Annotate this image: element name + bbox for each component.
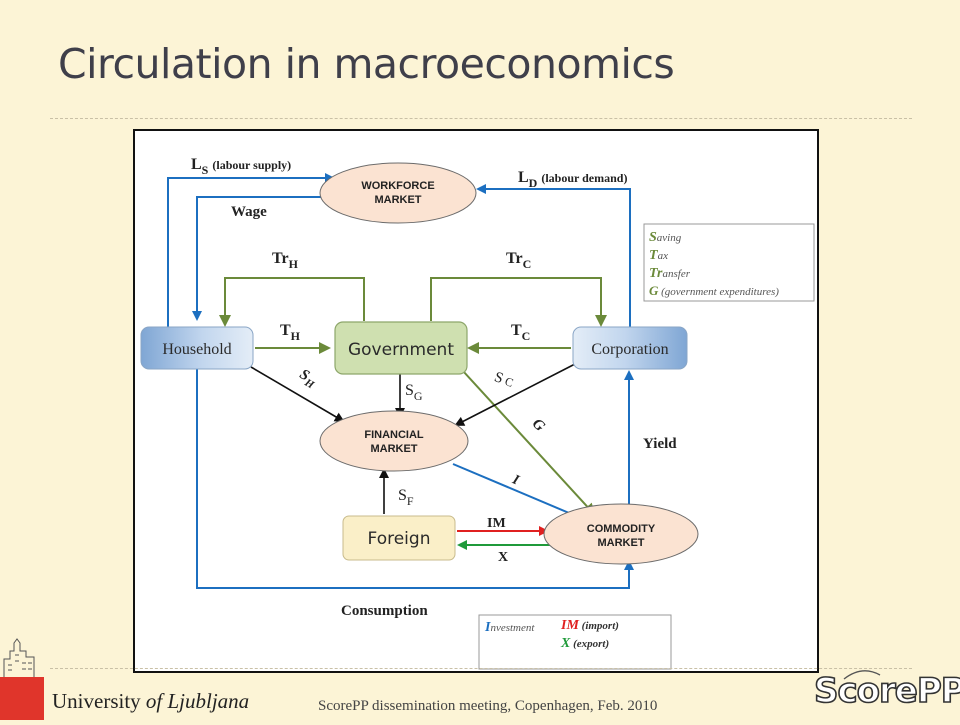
sh-label: SH (295, 366, 320, 391)
tc-label: TC (511, 322, 530, 343)
ld-label: LD(labour demand) (518, 169, 627, 190)
flow-labour-demand (476, 184, 631, 328)
commodity-market-node: COMMODITY MARKET (543, 503, 699, 565)
trh-label: TrH (272, 250, 299, 271)
consumption-label: Consumption (341, 603, 428, 619)
footer-text: ScorePP dissemination meeting, Copenhage… (318, 698, 658, 714)
workforce-label-1: WORKFORCE (361, 180, 434, 192)
flow-labour-supply (167, 173, 335, 353)
legend-bottom: Investment IM (import) X (export) (478, 614, 672, 670)
legend-green: Saving Tax Transfer G (government expend… (643, 223, 815, 302)
foreign-label: Foreign (368, 529, 431, 549)
university-name: University of Ljubljana (52, 689, 249, 714)
corporation-label: Corporation (591, 341, 668, 358)
im-label: IM (487, 516, 506, 531)
flow-government-expenditure (462, 370, 596, 516)
ls-label: LS(labour supply) (191, 156, 291, 177)
financial-label-1: FINANCIAL (364, 429, 424, 441)
flow-saving-household (250, 366, 345, 423)
x-label: X (498, 550, 508, 565)
commodity-label-2: MARKET (597, 537, 644, 549)
title-divider (50, 118, 912, 119)
workforce-label-2: MARKET (374, 194, 421, 206)
university-prefix: University (52, 689, 146, 713)
financial-label-2: MARKET (370, 443, 417, 455)
sf-label: SF (398, 487, 414, 508)
i-label: I (509, 472, 521, 489)
government-node: Government (334, 321, 468, 375)
household-label: Household (162, 341, 231, 358)
university-of-ljubljana: of Ljubljana (145, 689, 250, 713)
th-label: TH (280, 322, 301, 343)
flow-investment (452, 463, 590, 523)
legend-saving: Saving (649, 230, 682, 245)
household-node: Household (140, 326, 254, 370)
corporation-node: Corporation (572, 326, 688, 370)
yield-label: Yield (643, 436, 677, 452)
footer-divider (50, 668, 912, 669)
legend-government-expenditures: G (government expenditures) (649, 283, 779, 298)
g-label: G (529, 416, 548, 435)
circulation-diagram: WORKFORCE MARKET FINANCIAL MARKET COMMOD… (133, 129, 819, 673)
university-emblem (0, 637, 44, 720)
flow-consumption (196, 369, 634, 589)
flow-wage (192, 196, 333, 321)
scorepp-swoosh-icon (843, 670, 881, 680)
legend-tax: Tax (649, 248, 668, 263)
flow-transfer-household (219, 277, 365, 327)
sg-label: SG (405, 382, 423, 403)
government-label: Government (348, 340, 454, 360)
flow-transfer-corporation (430, 277, 607, 327)
slide-title: Circulation in macroeconomics (58, 40, 675, 88)
foreign-node: Foreign (342, 515, 456, 561)
flow-saving-corporation (454, 363, 576, 426)
legend-transfer: Transfer (649, 266, 691, 281)
trc-label: TrC (506, 250, 531, 271)
commodity-label-1: COMMODITY (587, 523, 656, 535)
workforce-market-node: WORKFORCE MARKET (319, 162, 477, 224)
sc-label: SC (492, 369, 516, 391)
scorepp-logo: ScorePP (813, 670, 960, 712)
legend-export: X (export) (560, 636, 609, 651)
legend-import: IM (import) (560, 618, 619, 633)
wage-label: Wage (231, 204, 267, 220)
financial-market-node: FINANCIAL MARKET (319, 410, 469, 472)
legend-investment: Investment (484, 620, 535, 635)
